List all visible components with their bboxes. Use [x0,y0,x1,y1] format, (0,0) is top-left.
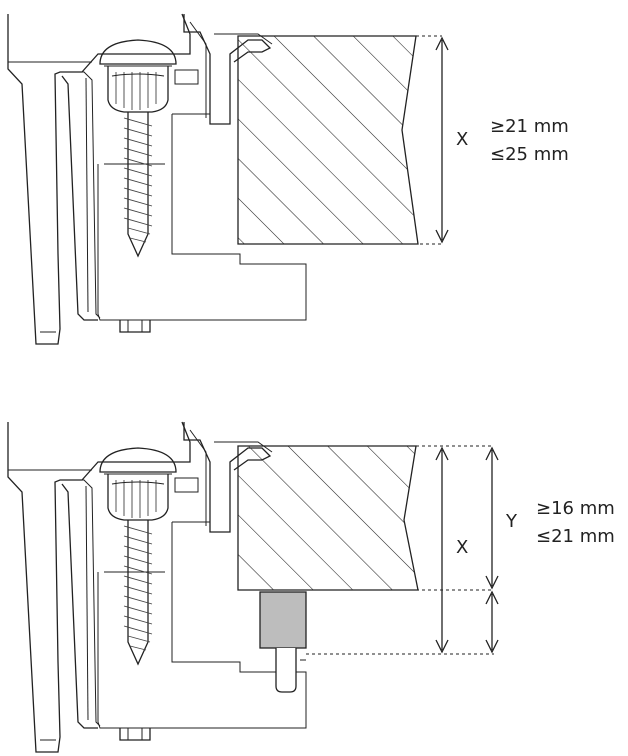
bottom-y-arrow-down [485,575,499,590]
bottom-max-label: ≤21 mm [536,526,615,547]
top-worktop-section [237,35,419,245]
spacer-block [259,591,307,649]
bottom-y-arrow-up [485,446,499,461]
bottom-x-label: X [456,537,468,558]
bottom-panel: X Y ≥16 mm ≤21 mm [7,421,615,753]
top-x-arrow-up [435,36,449,51]
bottom-y-label: Y [505,511,518,532]
bottom-x-arrow-up [435,446,449,461]
top-x-arrow-down [435,229,449,244]
bottom-spacer-arrow-down [485,639,499,654]
bottom-x-arrow-down [435,639,449,654]
top-x-label: X [456,129,468,150]
bottom-min-label: ≥16 mm [536,498,615,519]
spacer-pin [275,648,297,693]
top-panel: X ≥21 mm ≤25 mm [7,13,569,345]
top-max-label: ≤25 mm [490,144,569,165]
bottom-worktop-section [237,445,419,591]
top-min-label: ≥21 mm [490,116,569,137]
bottom-spacer-arrow-up [485,590,499,605]
